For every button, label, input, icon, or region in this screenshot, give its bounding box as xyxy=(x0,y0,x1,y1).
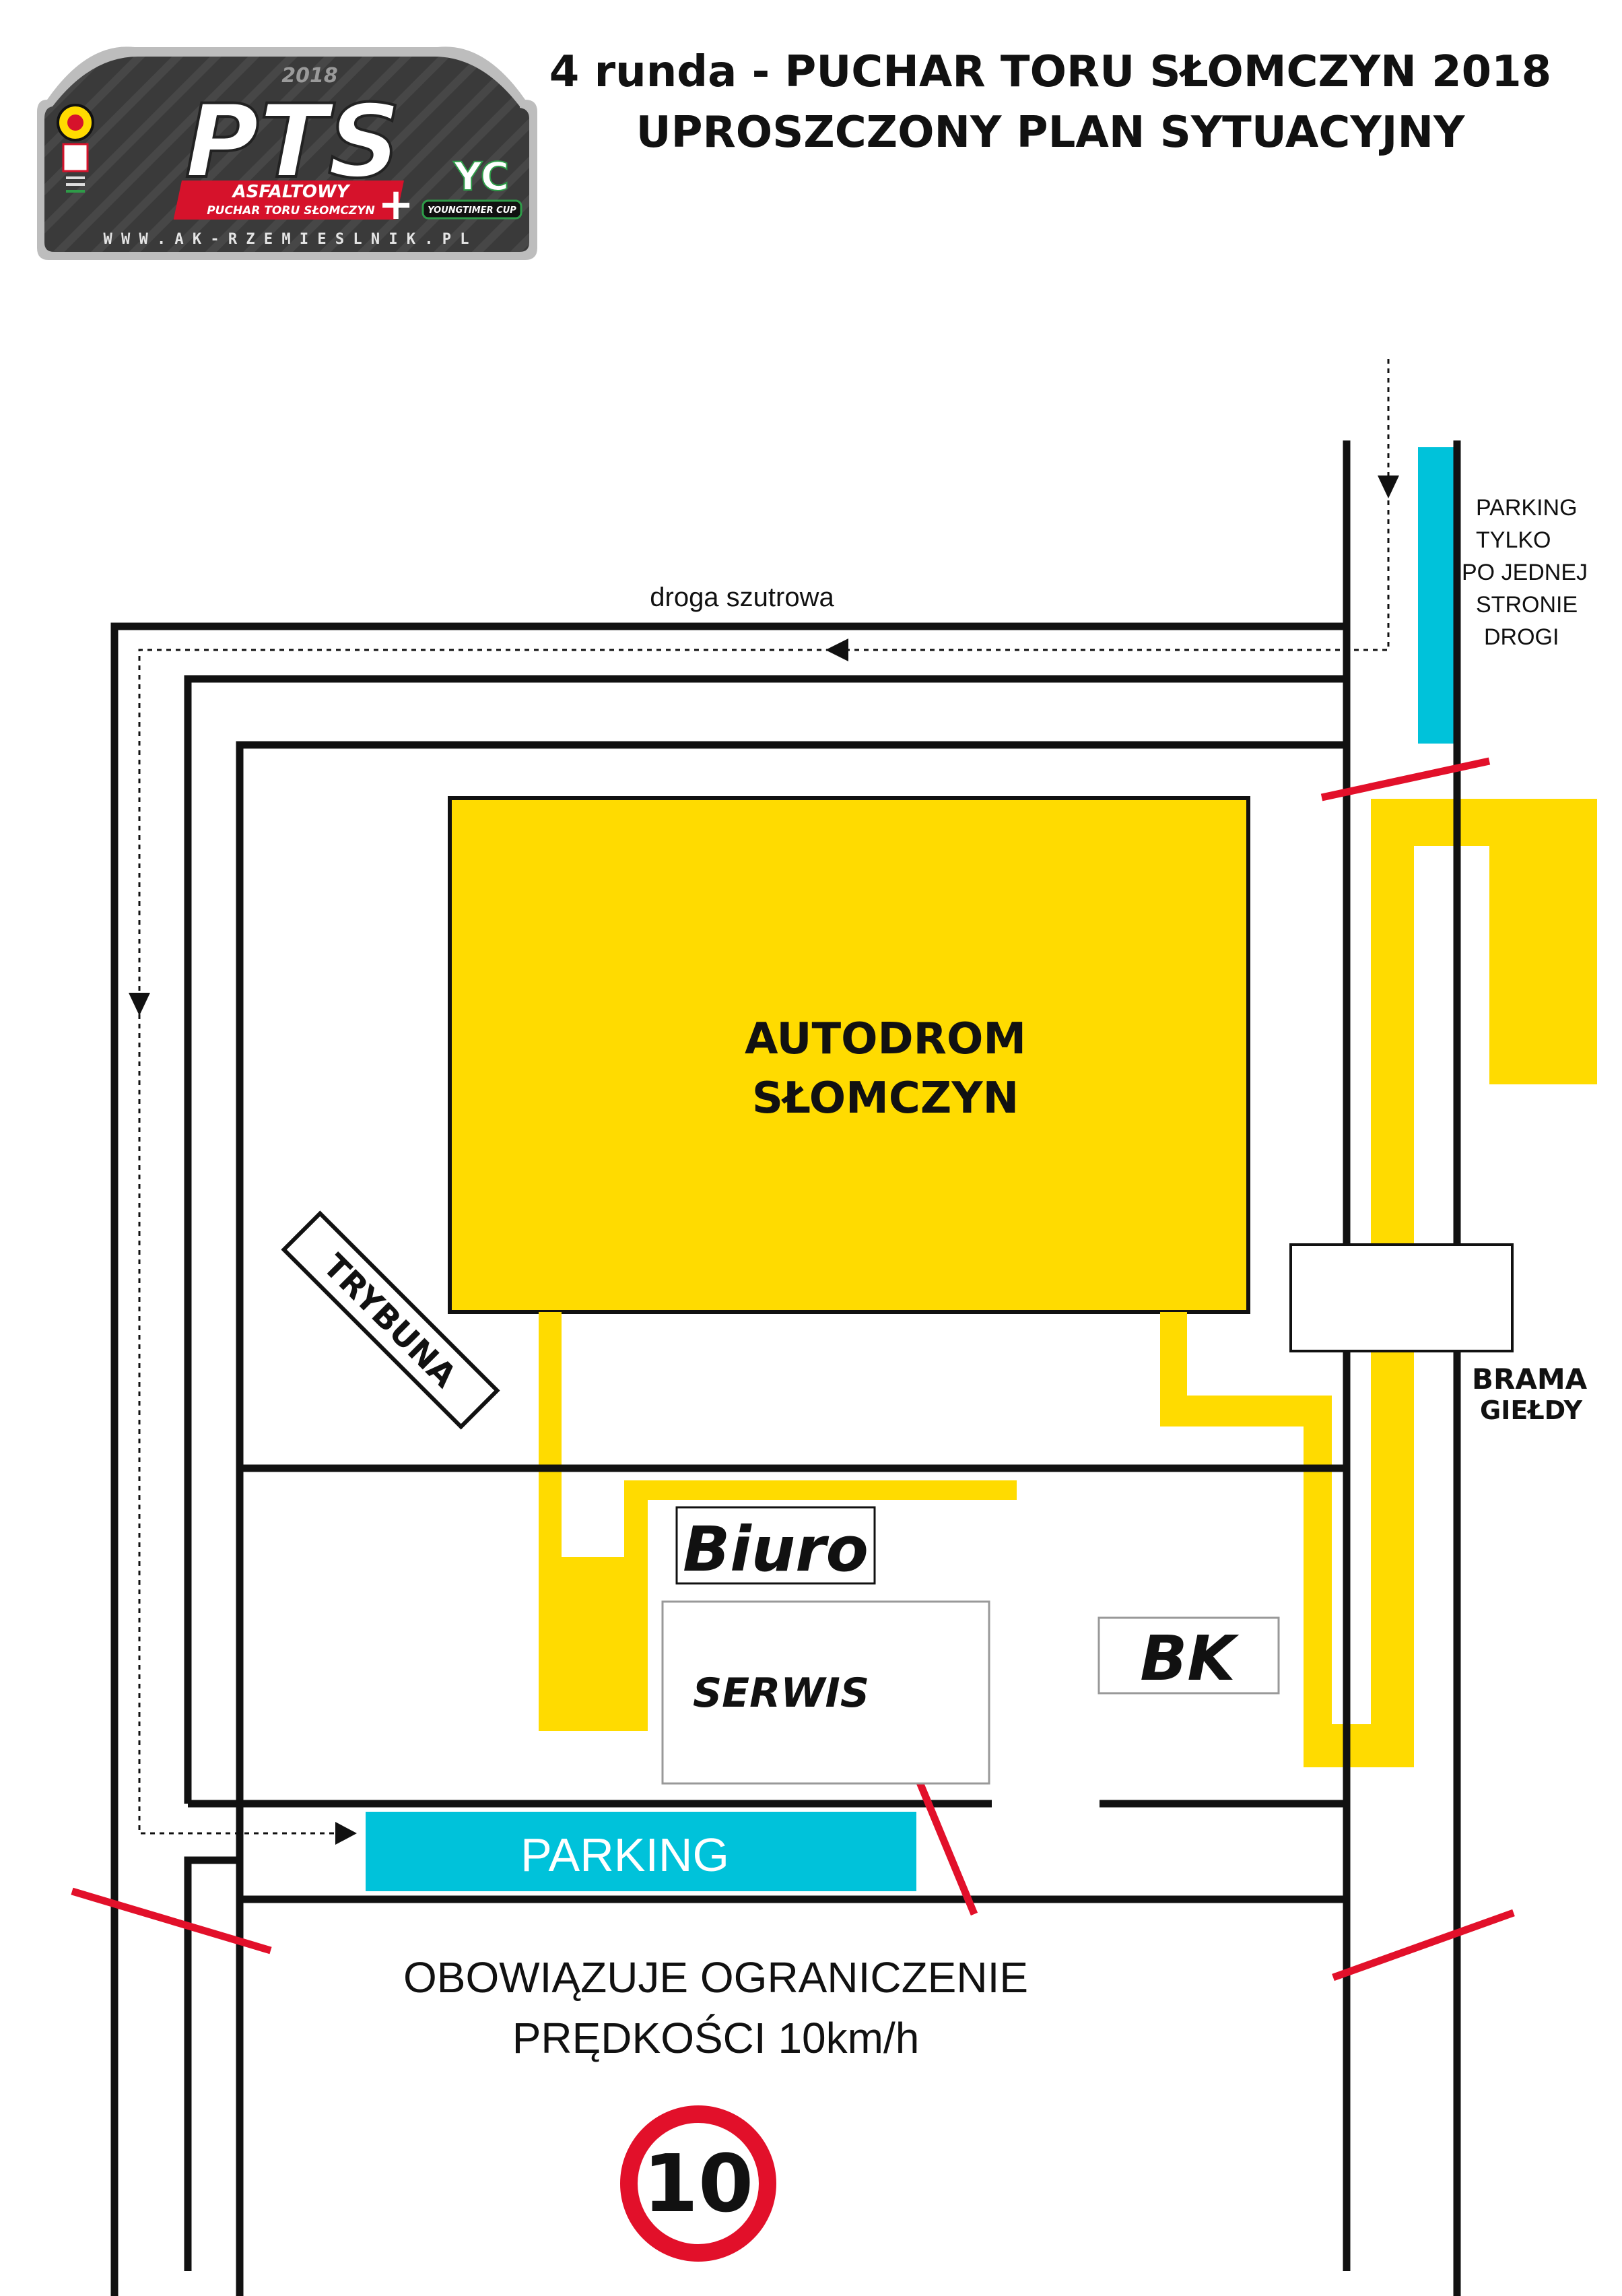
barrier-parking xyxy=(912,1771,978,1916)
barriers xyxy=(71,757,1515,1981)
road-network xyxy=(110,440,1461,2296)
road-outer-loop xyxy=(110,622,1347,2296)
speed-limit-text-line1: OBOWIĄZUJE OGRANICZENIE xyxy=(403,1953,1028,2002)
speed-limit-sign-ring xyxy=(620,2105,776,2262)
logo-yc-label: YOUNGTIMER CUP xyxy=(428,205,516,216)
arrow-left-icon xyxy=(825,638,848,661)
main-parking-label: PARKING xyxy=(520,1829,729,1881)
road-middle-loop-lower xyxy=(184,1856,242,2271)
autodrom-label-line1: AUTODROM xyxy=(745,1014,1026,1064)
roadside-parking-note: PARKING TYLKO PO JEDNEJ STRONIE DROGI xyxy=(1462,495,1588,650)
gravel-road-label: droga szutrowa xyxy=(650,583,834,612)
main-parking-area xyxy=(366,1812,916,1891)
service-area-box xyxy=(661,1600,990,1785)
club-crest-icon xyxy=(57,104,94,193)
gate-label-line2: GIEŁDY xyxy=(1480,1396,1582,1425)
gate-label-line1: BRAMA xyxy=(1472,1363,1588,1396)
svg-text:YC: YC xyxy=(453,154,510,199)
paddock-path-left xyxy=(539,1312,1017,1731)
arrow-down-icon xyxy=(1378,475,1399,498)
parking-note-line: TYLKO xyxy=(1476,527,1551,553)
road-middle-loop-upper xyxy=(184,675,1347,1804)
autodrom-label-line2: SŁOMCZYN xyxy=(752,1074,1019,1123)
service-area-label: SERWIS xyxy=(693,1670,869,1717)
grandstand-box xyxy=(281,1210,500,1430)
logo-banner-line2: PUCHAR TORU SŁOMCZYN xyxy=(207,204,375,218)
title-line1: 4 runda - PUCHAR TORU SŁOMCZYN 2018 xyxy=(549,47,1551,97)
barrier-north xyxy=(1320,757,1491,801)
roadside-parking-area xyxy=(1418,447,1457,744)
pts-logo: 2018 PTS ASFALTOWY PUCHAR TORU SŁOMCZYN … xyxy=(37,46,537,260)
barrier-south-east xyxy=(1332,1909,1515,1981)
speed-limit-text-line2: PRĘDKOŚCI 10km/h xyxy=(512,2013,920,2062)
parking-note-line: STRONIE xyxy=(1476,592,1578,618)
arrow-right-icon xyxy=(335,1822,357,1845)
autodrom-area xyxy=(448,796,1250,1314)
logo-plus: + xyxy=(378,180,414,230)
parking-note-line: PO JEDNEJ xyxy=(1462,560,1588,585)
speed-limit-sign: 10 xyxy=(620,2105,776,2262)
bk-box xyxy=(1097,1616,1280,1695)
office-box xyxy=(675,1506,876,1585)
logo-website: W W W . A K - R Z E M I E S L N I K . P … xyxy=(103,231,469,248)
parking-note-line: PARKING xyxy=(1476,495,1578,521)
arrow-down-icon xyxy=(129,993,150,1016)
office-label: Biuro xyxy=(683,1513,869,1585)
title-line2: UPROSZCZONY PLAN SYTUACYJNY xyxy=(636,108,1465,158)
speed-limit-sign-value: 10 xyxy=(643,2137,753,2230)
youngtimer-cup-logo: YC YOUNGTIMER CUP xyxy=(421,153,522,220)
parking-note-line: DROGI xyxy=(1484,624,1559,650)
logo-year: 2018 xyxy=(281,64,338,88)
access-route xyxy=(138,359,1390,1835)
access-route-path xyxy=(138,359,1390,1835)
road-inner-loop xyxy=(236,741,1347,2296)
logo-banner-line1: ASFALTOWY xyxy=(232,182,351,202)
grandstand-label: TRYBUNA xyxy=(316,1247,464,1396)
barrier-south-west xyxy=(71,1887,272,1955)
logo-banner xyxy=(173,181,404,220)
gate-box xyxy=(1289,1243,1514,1352)
bk-label: BK xyxy=(1140,1622,1239,1695)
